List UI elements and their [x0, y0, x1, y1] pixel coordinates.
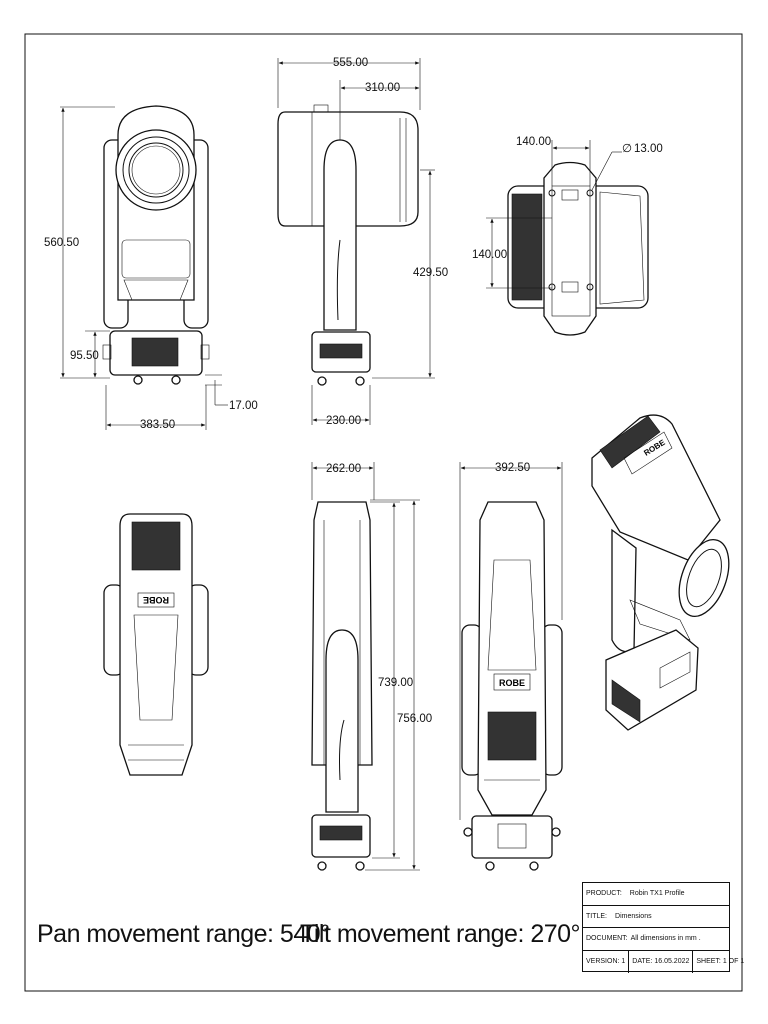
back-width-dimension: 262.00 [326, 463, 361, 475]
front-upright-width-dimension: 392.50 [495, 462, 530, 474]
side-height-dimension: 429.50 [413, 267, 448, 279]
top-hole-diameter-symbol: ∅ [622, 143, 632, 155]
tilt-movement-range: Tilt movement range: 270° [300, 920, 581, 948]
top-view: 140.00 ∅ 13.00 140.00 [472, 136, 663, 336]
front-base-height-dimension: 95.50 [70, 350, 99, 362]
side-upright-view: 262.00 739.00 756.00 [311, 462, 432, 871]
front-view: 560.50 95.50 17.00 383.50 [44, 105, 258, 431]
title-block-product-row: PRODUCT: Robin TX1 Profile [583, 883, 729, 906]
product-label: PRODUCT: [586, 890, 622, 898]
date-cell: DATE: 16.05.2022 [629, 950, 694, 973]
top-hole-diameter-dimension: 13.00 [634, 143, 663, 155]
version-cell: VERSION: 1 [583, 950, 630, 973]
side-head-length-dimension: 310.00 [365, 82, 400, 94]
title-block-title-row: TITLE: Dimensions [583, 906, 729, 928]
title-block-document-row: DOCUMENT: All dimensions in mm . [583, 928, 729, 951]
side-base-width-dimension: 230.00 [326, 415, 361, 427]
front-upright-view: ROBE 392.50 [459, 462, 563, 871]
front-foot-dimension: 17.00 [229, 400, 258, 412]
front-height-dimension: 560.50 [44, 237, 79, 249]
isometric-view: ROBE [591, 414, 730, 731]
top-spacing-x-dimension: 140.00 [516, 136, 551, 148]
front-upright-logo: ROBE [499, 678, 525, 688]
document-label: DOCUMENT: [586, 935, 628, 943]
back-total-height-dimension: 756.00 [397, 713, 432, 725]
sheet-cell: SHEET: 1 OF 1 [696, 958, 745, 966]
product-value: Robin TX1 Profile [629, 890, 685, 898]
pan-movement-range: Pan movement range: 540° [37, 920, 330, 948]
title-value: Dimensions [615, 912, 652, 920]
back-view: ROBE [103, 513, 209, 776]
title-label: TITLE: [586, 912, 608, 920]
document-value: All dimensions in mm . [630, 935, 701, 943]
sheet-border [24, 33, 743, 992]
top-spacing-y-dimension: 140.00 [472, 249, 507, 261]
front-width-dimension: 383.50 [140, 419, 175, 431]
back-view-logo: ROBE [143, 595, 169, 605]
title-block-meta-row: VERSION: 1 DATE: 16.05.2022 SHEET: 1 OF … [583, 950, 744, 973]
side-total-length-dimension: 555.00 [333, 57, 368, 69]
back-inner-height-dimension: 739.00 [378, 677, 413, 689]
side-view: 555.00 310.00 429.50 230.00 [277, 57, 448, 427]
title-block: PRODUCT: Robin TX1 Profile TITLE: Dimens… [582, 882, 744, 973]
